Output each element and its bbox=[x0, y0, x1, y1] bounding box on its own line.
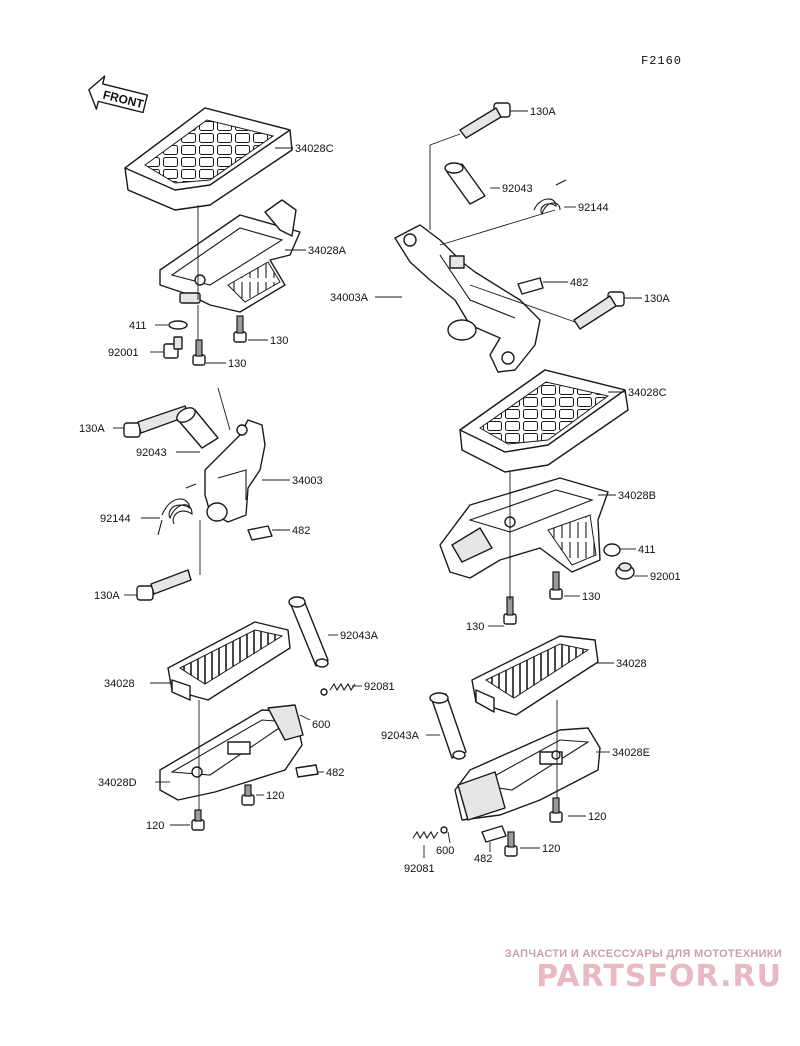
footpeg-holder-34028e bbox=[454, 727, 601, 821]
callout-130: 130 bbox=[466, 621, 484, 633]
pin-92043a-left bbox=[288, 596, 329, 668]
footpeg-holder-34028b bbox=[439, 477, 609, 579]
callout-130a: 130A bbox=[79, 423, 105, 435]
leader-lines bbox=[113, 110, 648, 858]
footpeg-rubber-34028-right bbox=[471, 635, 599, 716]
callout-92144: 92144 bbox=[578, 202, 609, 214]
bolt-130a-upper bbox=[123, 405, 189, 438]
front-arrow-icon: FRONT bbox=[88, 75, 149, 114]
footpeg-rubber-34028 bbox=[167, 621, 291, 701]
callout-130: 130 bbox=[228, 358, 246, 370]
pin-92043a-right bbox=[429, 692, 467, 760]
callout-34003: 34003 bbox=[292, 475, 323, 487]
callout-130a: 130A bbox=[644, 293, 670, 305]
callout-92043a: 92043A bbox=[340, 630, 379, 642]
callout-34028d: 34028D bbox=[98, 777, 137, 789]
callout-411: 411 bbox=[638, 544, 656, 556]
clip-482-c bbox=[517, 277, 544, 295]
callout-130a: 130A bbox=[530, 106, 556, 118]
callout-34028b: 34028B bbox=[618, 490, 656, 502]
clip-482-a bbox=[247, 525, 273, 541]
callout-92043a: 92043A bbox=[381, 730, 420, 742]
callout-92081: 92081 bbox=[404, 863, 435, 875]
watermark: ЗАПЧАСТИ И АКСЕССУАРЫ ДЛЯ МОТОТЕХНИКИ PA… bbox=[472, 948, 782, 994]
callout-92043: 92043 bbox=[136, 447, 167, 459]
bolt-130-right-b bbox=[503, 596, 517, 625]
footpeg-bracket-34003 bbox=[204, 419, 266, 523]
callout-34028a: 34028A bbox=[308, 245, 347, 257]
pin-92043 bbox=[176, 407, 219, 449]
bolt-92001-right bbox=[615, 562, 635, 580]
callout-92043: 92043 bbox=[502, 183, 533, 195]
callout-130: 130 bbox=[582, 591, 600, 603]
bolt-92001 bbox=[163, 336, 183, 359]
diagram-code: F2160 bbox=[641, 54, 682, 68]
callout-411: 411 bbox=[129, 320, 147, 332]
callout-482: 482 bbox=[326, 767, 344, 779]
callout-120: 120 bbox=[146, 820, 164, 832]
callout-34028c: 34028C bbox=[295, 143, 334, 155]
washer-411 bbox=[168, 320, 188, 330]
callout-34028e: 34028E bbox=[612, 747, 650, 759]
callout-600: 600 bbox=[312, 719, 330, 731]
callout-130: 130 bbox=[270, 335, 288, 347]
bolt-130a-lower bbox=[136, 569, 192, 601]
callout-600: 600 bbox=[436, 845, 454, 857]
bolt-130-right-a bbox=[549, 571, 563, 600]
callout-92001: 92001 bbox=[650, 571, 681, 583]
callout-92144: 92144 bbox=[100, 513, 131, 525]
footpeg-rubber-34028c bbox=[124, 107, 293, 211]
spring-92144-right bbox=[533, 179, 567, 216]
clip-482-b bbox=[295, 764, 319, 778]
callout-120: 120 bbox=[542, 843, 560, 855]
callout-482: 482 bbox=[474, 853, 492, 865]
callout-92081: 92081 bbox=[364, 681, 395, 693]
washer-411-right bbox=[603, 543, 621, 557]
footpeg-holder-34028a bbox=[159, 199, 301, 313]
callout-120: 120 bbox=[266, 790, 284, 802]
bolt-120-right-a bbox=[549, 797, 563, 823]
pin-92043-right bbox=[444, 162, 486, 205]
spring-92081-left bbox=[320, 682, 356, 696]
watermark-tagline: ЗАПЧАСТИ И АКСЕССУАРЫ ДЛЯ МОТОТЕХНИКИ bbox=[504, 948, 782, 960]
bolt-130a-right-lower bbox=[573, 291, 625, 330]
callout-92001: 92001 bbox=[108, 347, 139, 359]
callout-labels: 34028C 34028A 411 130 92001 130 130A 920… bbox=[79, 106, 681, 875]
bolt-130-a bbox=[233, 315, 247, 343]
footpeg-bracket-34003a bbox=[394, 224, 541, 373]
callout-482: 482 bbox=[570, 277, 588, 289]
watermark-brand: PARTSFOR.RU bbox=[536, 959, 782, 994]
bolt-130-b bbox=[192, 339, 206, 366]
spring-92144 bbox=[157, 483, 197, 536]
callout-130a: 130A bbox=[94, 590, 120, 602]
spring-92081-right bbox=[412, 826, 448, 840]
callout-482: 482 bbox=[292, 525, 310, 537]
callout-120: 120 bbox=[588, 811, 606, 823]
callout-34028: 34028 bbox=[104, 678, 135, 690]
bolt-120-right-b bbox=[504, 831, 518, 857]
footpeg-holder-34028d bbox=[159, 704, 304, 801]
clip-482-d bbox=[481, 825, 507, 843]
bolt-120-left-a bbox=[241, 784, 255, 806]
footpeg-rubber-34028c-right bbox=[459, 369, 629, 473]
callout-34003a: 34003A bbox=[330, 292, 369, 304]
callout-34028c: 34028C bbox=[628, 387, 667, 399]
bolt-130a-right-upper bbox=[459, 102, 511, 139]
bolt-120-left-b bbox=[191, 809, 205, 831]
callout-34028: 34028 bbox=[616, 658, 647, 670]
